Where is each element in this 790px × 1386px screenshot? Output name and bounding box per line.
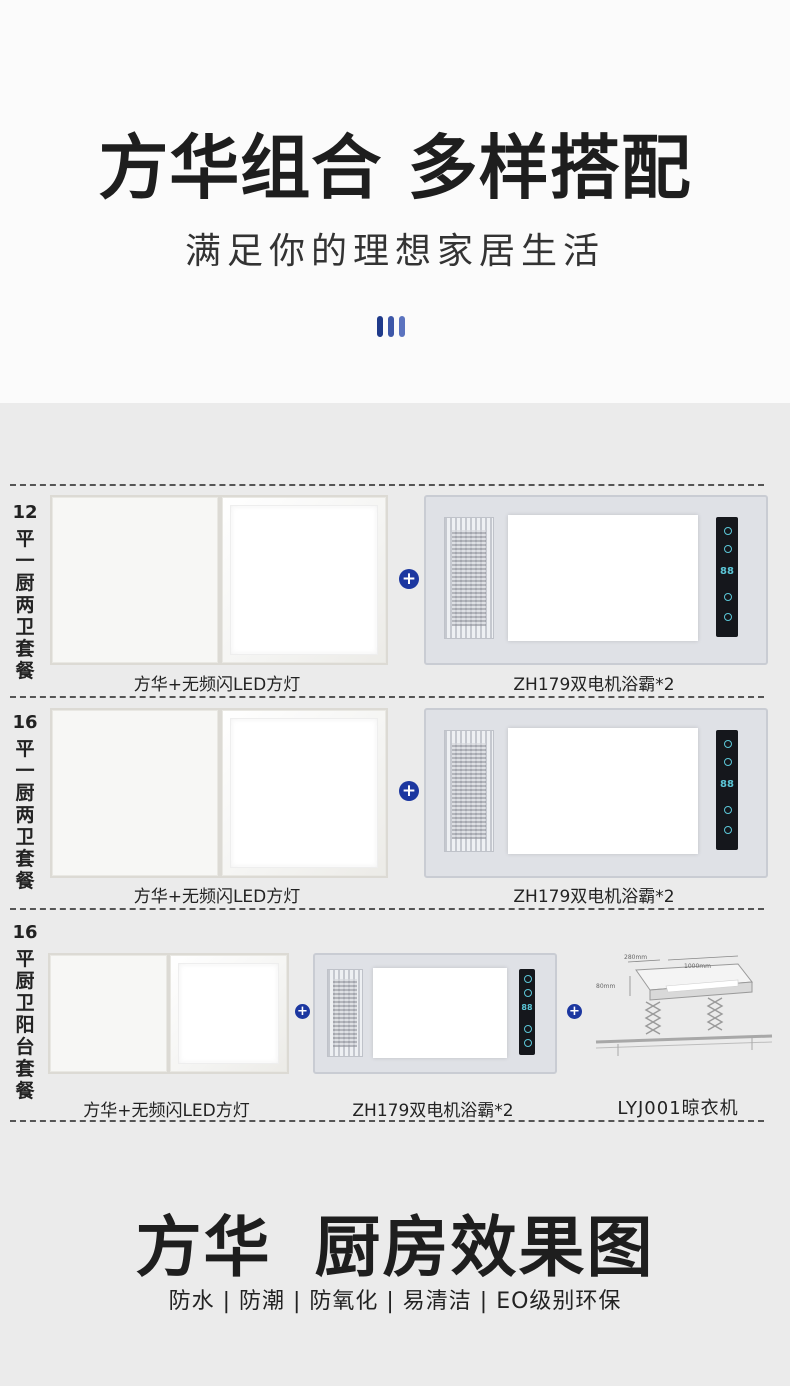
plus-icon: + — [295, 1004, 310, 1019]
package-area: 16 — [12, 922, 38, 943]
package-label: 12 平 一 厨 两 卫 套 餐 — [10, 502, 40, 682]
item-caption: LYJ001晾衣机 — [617, 1098, 739, 1119]
item-caption: 方华+无频闪LED方灯 — [133, 675, 301, 695]
item-caption: 方华+无频闪LED方灯 — [83, 1101, 250, 1121]
svg-text:80mm: 80mm — [596, 983, 615, 990]
item-caption: ZH179双电机浴霸*2 — [513, 887, 675, 907]
page-subtitle: 满足你的理想家居生活 — [184, 231, 605, 272]
svg-text:1000mm: 1000mm — [684, 963, 711, 970]
led-panel-frame-image — [50, 495, 220, 665]
plus-icon: + — [567, 1004, 582, 1019]
bath-heater-image: 88 — [424, 495, 768, 665]
kitchen-effect-title: 方华 厨房效果图 — [135, 1209, 655, 1286]
package-area: 16 — [12, 712, 38, 733]
plus-icon: + — [399, 781, 419, 801]
divider — [10, 908, 764, 910]
clothes-dryer-icon: 280mm 1000mm 80mm — [595, 954, 773, 1056]
divider — [10, 1120, 764, 1122]
plus-icon: + — [399, 569, 419, 589]
led-panel-image — [220, 495, 388, 665]
divider — [10, 484, 764, 486]
bath-heater-image: 88 — [424, 708, 768, 878]
led-panel-image — [220, 708, 388, 878]
item-caption: 方华+无频闪LED方灯 — [133, 887, 301, 907]
features-list: 防水 | 防潮 | 防氧化 | 易清洁 | EO级别环保 — [168, 1289, 622, 1314]
header-section: 方华组合 多样搭配 满足你的理想家居生活 — [0, 0, 790, 403]
package-label: 16 平 厨 卫 阳 台 套 餐 — [10, 922, 40, 1102]
bath-heater-image: 88 — [313, 953, 557, 1074]
item-caption: ZH179双电机浴霸*2 — [352, 1101, 514, 1121]
svg-text:280mm: 280mm — [624, 954, 647, 961]
divider — [10, 696, 764, 698]
package-area: 12 — [12, 502, 38, 523]
led-panel-frame-image — [50, 708, 220, 878]
led-panel-image — [168, 953, 289, 1074]
page-title: 方华组合 多样搭配 — [98, 127, 692, 209]
led-panel-frame-image — [48, 953, 169, 1074]
package-label: 16 平 一 厨 两 卫 套 餐 — [10, 712, 40, 892]
item-caption: ZH179双电机浴霸*2 — [513, 675, 675, 695]
decorative-bars-icon — [377, 316, 405, 337]
clothes-dryer-image: 280mm 1000mm 80mm — [588, 948, 778, 1070]
